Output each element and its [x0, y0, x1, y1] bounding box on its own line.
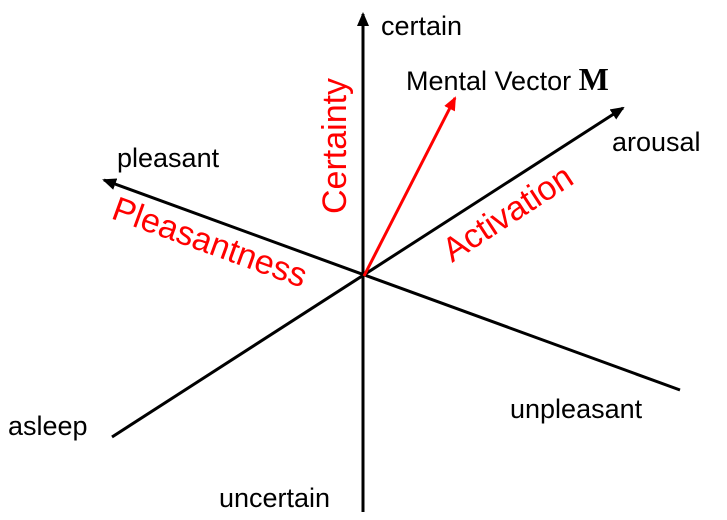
mental-vector-symbol: M [579, 61, 609, 97]
label-uncertain: uncertain [219, 483, 330, 513]
label-certain: certain [381, 11, 462, 41]
pleasantness-axis [102, 178, 681, 392]
label-asleep: asleep [8, 411, 88, 441]
label-arousal: arousal [612, 127, 701, 157]
label-pleasant: pleasant [117, 143, 220, 173]
mental-vector-arrow [362, 96, 457, 277]
label-unpleasant: unpleasant [510, 394, 643, 424]
mental-vector-label: Mental Vector M [406, 61, 609, 97]
axis-name-pleasantness: Pleasantness [107, 190, 312, 296]
activation-axis [111, 106, 625, 439]
axis-name-certainty: Certainty [316, 78, 354, 214]
mental-vector-text: Mental Vector [406, 66, 579, 96]
